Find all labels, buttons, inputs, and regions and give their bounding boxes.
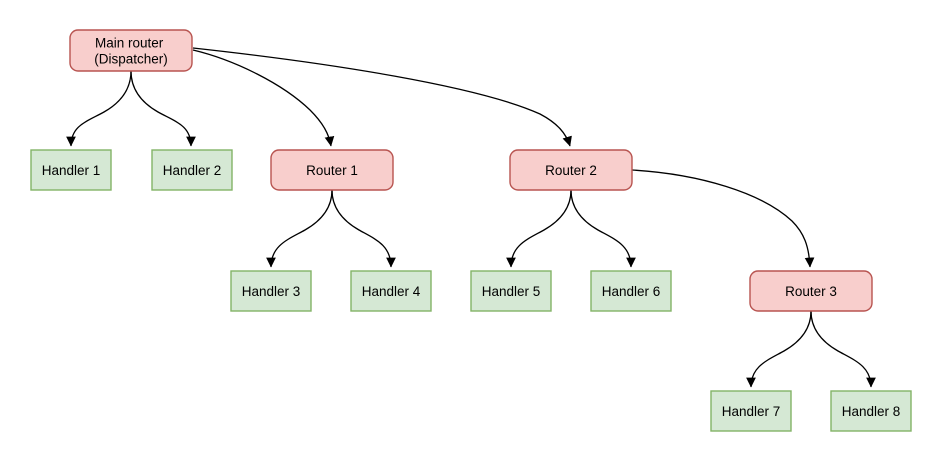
edge-main-to-router2 [192,47,572,147]
handler-7-shape [710,390,792,432]
edge-main-to-handler2 [130,70,196,147]
nodes-layer: Main router (Dispatcher) Handler 1 Handl… [30,29,912,432]
main-router-shape [69,29,193,72]
router-3-shape [749,270,873,312]
edge-router1-to-handler3 [266,189,333,268]
handler-3-shape [230,270,312,312]
edges-layer [66,47,876,388]
edge-main-to-router1 [192,49,335,147]
node-handler-2: Handler 2 [151,149,233,191]
handler-1-shape [30,149,112,191]
main-router-label: Main router (Dispatcher) [94,36,168,67]
node-router-3: Router 3 [749,270,873,312]
handler-5-label: Handler 5 [482,284,541,299]
edge-router3-to-handler8 [810,310,876,388]
handler-5-shape [470,270,552,312]
node-handler-1: Handler 1 [30,149,112,191]
node-main-router: Main router (Dispatcher) [69,29,193,72]
edge-router2-to-router3 [631,169,815,268]
handler-6-shape [590,270,672,312]
node-handler-3: Handler 3 [230,270,312,312]
handler-7-label: Handler 7 [722,404,781,419]
edge-router2-to-handler5 [506,189,572,268]
edge-main-to-handler1 [66,70,132,147]
node-router-2: Router 2 [509,149,633,191]
edge-router2-to-handler6 [570,189,636,268]
handler-2-label: Handler 2 [163,163,222,178]
handler-1-label: Handler 1 [42,163,101,178]
handler-2-shape [151,149,233,191]
handler-8-label: Handler 8 [842,404,901,419]
router-2-shape [509,149,633,191]
handler-8-shape [830,390,912,432]
edge-router1-to-handler4 [331,189,396,268]
node-handler-4: Handler 4 [350,270,432,312]
node-handler-6: Handler 6 [590,270,672,312]
handler-3-label: Handler 3 [242,284,301,299]
node-handler-7: Handler 7 [710,390,792,432]
node-handler-5: Handler 5 [470,270,552,312]
handler-4-label: Handler 4 [362,284,421,299]
node-router-1: Router 1 [270,149,394,191]
handler-4-shape [350,270,432,312]
router-1-shape [270,149,394,191]
router-1-label: Router 1 [306,163,358,178]
handler-6-label: Handler 6 [602,284,661,299]
router-3-label: Router 3 [785,284,837,299]
node-handler-8: Handler 8 [830,390,912,432]
edge-router3-to-handler7 [746,310,812,388]
router-2-label: Router 2 [545,163,597,178]
